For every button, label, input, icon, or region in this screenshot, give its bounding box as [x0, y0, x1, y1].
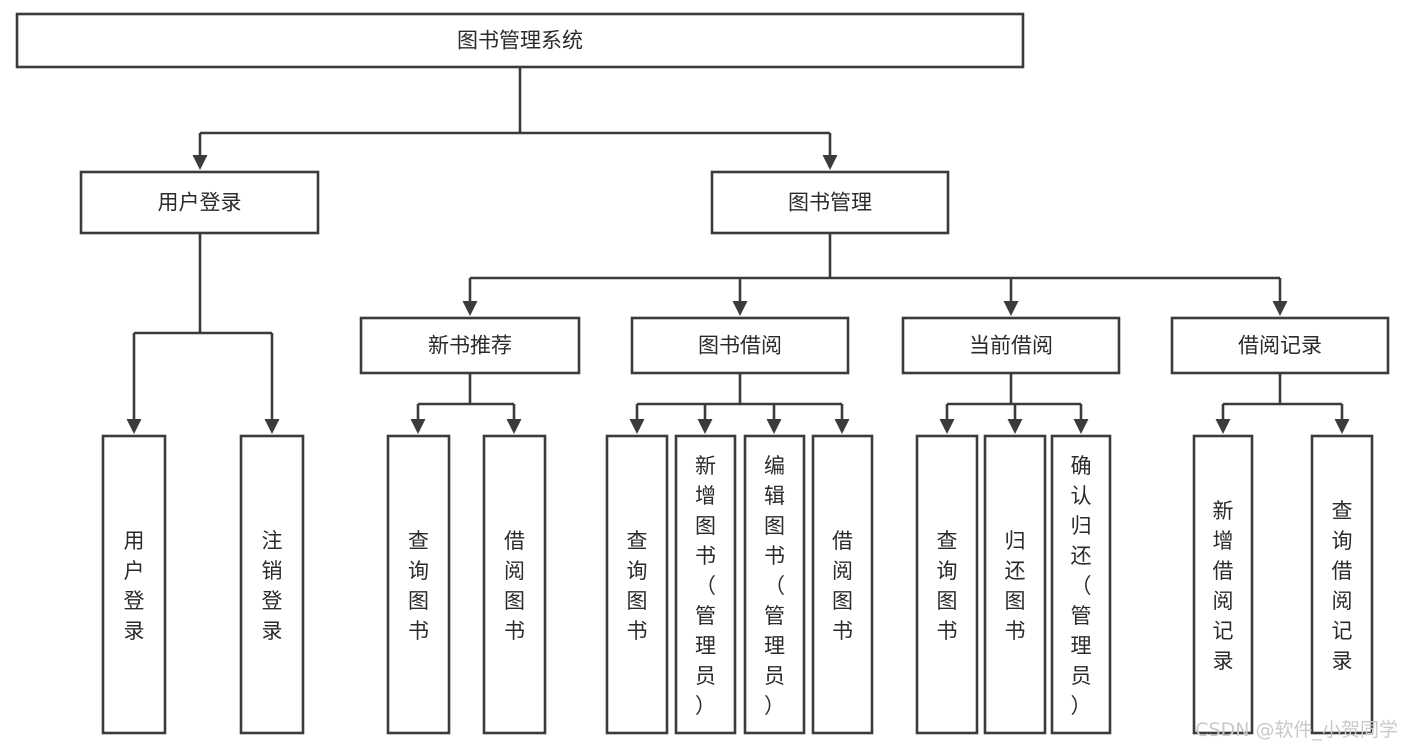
node-box-leaf-query-book-borrow	[605, 434, 669, 735]
node-user-login[interactable]: 用户登录	[79, 170, 320, 235]
nodes-layer: 图书管理系统用户登录图书管理新书推荐图书借阅当前借阅借阅记录用户登录注销登录查询…	[15, 12, 1390, 735]
arrow-borrow-record-icon	[1272, 301, 1288, 316]
arrow-leaf-query-book-recommend-icon	[410, 419, 426, 434]
node-box-book-borrow	[630, 316, 850, 375]
arrow-leaf-query-book-current-icon	[939, 419, 955, 434]
csdn-watermark: CSDN @软件_小贺同学	[1195, 719, 1398, 741]
node-label-leaf-borrow-book-recommend: 借阅图书	[504, 529, 525, 643]
connector-book-management-to-level2	[468, 233, 1282, 303]
node-leaf-return-book[interactable]: 归还图书	[983, 434, 1047, 735]
node-box-new-book-recommend	[359, 316, 581, 375]
node-label-borrow-record: 借阅记录	[1238, 334, 1322, 358]
connector-current-borrow-to-leaves	[945, 373, 1083, 421]
node-box-leaf-return-book	[983, 434, 1047, 735]
node-root[interactable]: 图书管理系统	[15, 12, 1025, 69]
node-label-leaf-query-book-borrow: 查询图书	[627, 529, 648, 643]
node-label-leaf-query-book-current: 查询图书	[937, 529, 958, 643]
node-box-leaf-user-login	[101, 434, 167, 735]
arrow-heads-layer	[126, 155, 1350, 434]
node-leaf-user-login[interactable]: 用户登录	[101, 434, 167, 735]
node-leaf-query-book-recommend[interactable]: 查询图书	[386, 434, 451, 735]
node-leaf-add-borrow-record[interactable]: 新增借阅记录	[1192, 434, 1254, 735]
arrow-book-management-icon	[822, 155, 838, 170]
arrow-leaf-add-book-admin-icon	[697, 419, 713, 434]
connectors-layer	[132, 67, 1344, 421]
connector-root-to-level1	[198, 67, 832, 158]
connector-user-login-to-leaves	[132, 233, 274, 421]
node-box-leaf-add-book-admin	[674, 434, 737, 735]
node-label-leaf-query-book-recommend: 查询图书	[408, 529, 429, 643]
node-box-leaf-logout-login	[239, 434, 305, 735]
node-box-leaf-query-book-current	[915, 434, 979, 735]
node-label-leaf-borrow-book: 借阅图书	[832, 529, 853, 643]
arrow-leaf-borrow-book-recommend-icon	[506, 419, 522, 434]
node-label-root: 图书管理系统	[457, 29, 583, 53]
node-box-root	[15, 12, 1025, 69]
node-label-leaf-confirm-return-admin: 确认归还（管理员）	[1071, 454, 1092, 718]
node-box-leaf-edit-book-admin	[743, 434, 806, 735]
node-book-management[interactable]: 图书管理	[710, 170, 950, 235]
arrow-leaf-user-login-icon	[126, 419, 142, 434]
node-label-leaf-return-book: 归还图书	[1005, 529, 1026, 643]
node-box-current-borrow	[901, 316, 1121, 375]
arrow-current-borrow-icon	[1003, 301, 1019, 316]
node-leaf-confirm-return-admin[interactable]: 确认归还（管理员）	[1050, 434, 1112, 735]
node-label-leaf-user-login: 用户登录	[124, 529, 145, 643]
connector-borrow-record-to-leaves	[1221, 373, 1344, 421]
node-box-leaf-borrow-book	[811, 434, 874, 735]
node-label-leaf-logout-login: 注销登录	[262, 529, 283, 643]
node-box-book-management	[710, 170, 950, 235]
connector-new-book-recommend-to-leaves	[416, 373, 516, 421]
node-leaf-borrow-book[interactable]: 借阅图书	[811, 434, 874, 735]
node-book-borrow[interactable]: 图书借阅	[630, 316, 850, 375]
node-label-book-management: 图书管理	[788, 191, 872, 215]
arrow-leaf-borrow-book-icon	[834, 419, 850, 434]
node-label-leaf-add-book-admin: 新增图书（管理员）	[695, 454, 716, 718]
node-leaf-edit-book-admin[interactable]: 编辑图书（管理员）	[743, 434, 806, 735]
arrow-leaf-return-book-icon	[1007, 419, 1023, 434]
arrow-book-borrow-icon	[732, 301, 748, 316]
node-label-user-login: 用户登录	[158, 191, 242, 215]
node-label-leaf-add-borrow-record: 新增借阅记录	[1213, 499, 1234, 673]
node-box-leaf-query-book-recommend	[386, 434, 451, 735]
node-leaf-logout-login[interactable]: 注销登录	[239, 434, 305, 735]
arrow-leaf-edit-book-admin-icon	[766, 419, 782, 434]
node-leaf-borrow-book-recommend[interactable]: 借阅图书	[482, 434, 547, 735]
node-leaf-query-borrow-record[interactable]: 查询借阅记录	[1310, 434, 1374, 735]
node-label-book-borrow: 图书借阅	[698, 334, 782, 358]
node-label-new-book-recommend: 新书推荐	[428, 334, 512, 358]
node-label-leaf-query-borrow-record: 查询借阅记录	[1332, 499, 1353, 673]
node-leaf-add-book-admin[interactable]: 新增图书（管理员）	[674, 434, 737, 735]
node-box-leaf-query-borrow-record	[1310, 434, 1374, 735]
node-borrow-record[interactable]: 借阅记录	[1170, 316, 1390, 375]
node-box-user-login	[79, 170, 320, 235]
arrow-leaf-logout-login-icon	[264, 419, 280, 434]
node-leaf-query-book-borrow[interactable]: 查询图书	[605, 434, 669, 735]
arrow-leaf-query-book-borrow-icon	[629, 419, 645, 434]
node-box-leaf-borrow-book-recommend	[482, 434, 547, 735]
node-box-leaf-add-borrow-record	[1192, 434, 1254, 735]
arrow-leaf-add-borrow-record-icon	[1215, 419, 1231, 434]
node-box-leaf-confirm-return-admin	[1050, 434, 1112, 735]
node-box-borrow-record	[1170, 316, 1390, 375]
arrow-leaf-confirm-return-admin-icon	[1073, 419, 1089, 434]
arrow-user-login-icon	[192, 155, 208, 170]
node-leaf-query-book-current[interactable]: 查询图书	[915, 434, 979, 735]
node-label-leaf-edit-book-admin: 编辑图书（管理员）	[764, 454, 785, 718]
connector-book-borrow-to-leaves	[635, 373, 844, 421]
node-new-book-recommend[interactable]: 新书推荐	[359, 316, 581, 375]
arrow-leaf-query-borrow-record-icon	[1334, 419, 1350, 434]
node-label-current-borrow: 当前借阅	[969, 334, 1053, 358]
node-current-borrow[interactable]: 当前借阅	[901, 316, 1121, 375]
arrow-new-book-recommend-icon	[462, 301, 478, 316]
